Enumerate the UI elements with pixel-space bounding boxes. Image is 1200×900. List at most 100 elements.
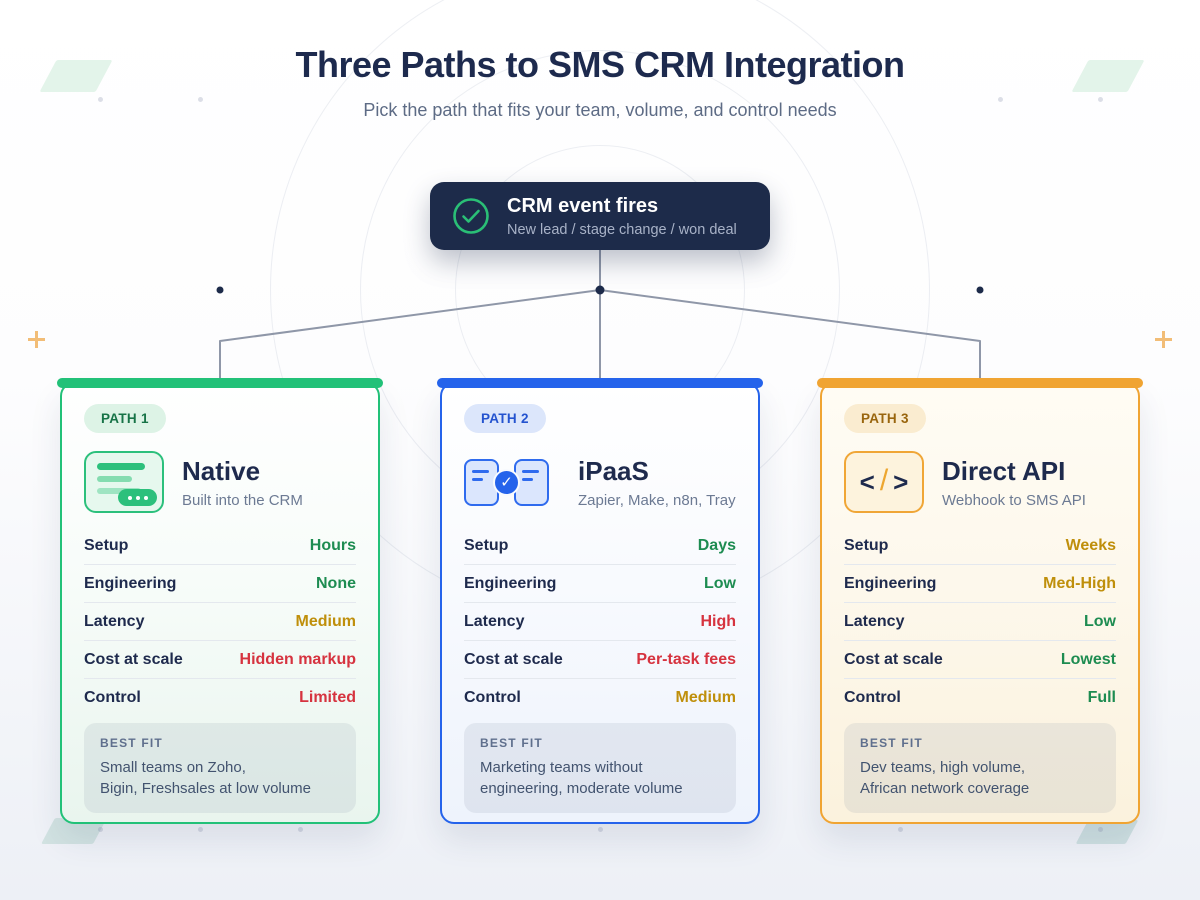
card-header: Native Built into the CRM <box>84 449 356 515</box>
spec-table: Setup Weeks Engineering Med-High Latency… <box>844 527 1116 716</box>
row-value: Low <box>1084 612 1116 630</box>
table-row: Latency Low <box>844 603 1116 641</box>
table-row: Cost at scale Hidden markup <box>84 641 356 679</box>
table-row: Control Limited <box>84 679 356 716</box>
path-badge: PATH 1 <box>84 404 166 433</box>
message-list-icon <box>84 451 164 513</box>
row-label: Setup <box>464 536 509 554</box>
card-title-block: Direct API Webhook to SMS API <box>942 456 1086 509</box>
connector-check-icon: ✓ <box>464 458 560 506</box>
check-circle-icon <box>453 198 489 234</box>
row-label: Engineering <box>464 574 557 592</box>
row-value: Hours <box>309 536 356 554</box>
decor-dot <box>1098 827 1103 832</box>
row-label: Control <box>464 688 521 706</box>
card-ipaas: PATH 2 ✓ iPaaS Zapier, Make, n8n, Tray S… <box>437 378 763 824</box>
row-value: Hidden markup <box>239 650 356 668</box>
table-row: Engineering Med-High <box>844 565 1116 603</box>
plus-icon <box>28 331 45 348</box>
row-label: Engineering <box>84 574 177 592</box>
best-fit-text: Marketing teams without engineering, mod… <box>480 759 683 798</box>
row-value: Med-High <box>1043 574 1116 592</box>
card-title: iPaaS <box>578 455 649 486</box>
row-label: Control <box>844 688 901 706</box>
row-label: Engineering <box>844 574 937 592</box>
card-header: </> Direct API Webhook to SMS API <box>844 449 1116 515</box>
decor-dot <box>98 827 103 832</box>
row-label: Setup <box>84 536 129 554</box>
table-row: Engineering Low <box>464 565 736 603</box>
card-direct-api: PATH 3 </> Direct API Webhook to SMS API… <box>817 378 1143 824</box>
plus-icon <box>1155 331 1172 348</box>
row-label: Cost at scale <box>844 650 943 668</box>
best-fit-label: BEST FIT <box>480 736 543 750</box>
best-fit-box: BEST FIT Dev teams, high volume, African… <box>844 723 1116 813</box>
row-label: Latency <box>844 612 905 630</box>
row-value: Medium <box>295 612 356 630</box>
path-badge: PATH 2 <box>464 404 546 433</box>
card-accent-bar <box>57 378 383 388</box>
row-value: None <box>316 574 356 592</box>
card-subtitle: Built into the CRM <box>182 491 303 509</box>
table-row: Control Medium <box>464 679 736 716</box>
best-fit-text: Dev teams, high volume, African network … <box>860 759 1030 798</box>
row-value: Weeks <box>1065 536 1116 554</box>
path-badge: PATH 3 <box>844 404 926 433</box>
code-icon: </> <box>844 451 924 513</box>
row-value: Low <box>704 574 736 592</box>
card-subtitle: Webhook to SMS API <box>942 491 1086 509</box>
table-row: Engineering None <box>84 565 356 603</box>
card-body: PATH 2 ✓ iPaaS Zapier, Make, n8n, Tray S… <box>440 382 760 824</box>
card-title: Native <box>182 455 261 486</box>
spec-table: Setup Hours Engineering None Latency Med… <box>84 527 356 716</box>
decor-dot <box>1098 97 1103 102</box>
best-fit-box: BEST FIT Marketing teams without enginee… <box>464 723 736 813</box>
decor-dot <box>898 827 903 832</box>
row-value: Medium <box>675 688 736 706</box>
row-label: Latency <box>464 612 525 630</box>
page-title: Three Paths to SMS CRM Integration <box>295 44 905 85</box>
card-title-block: Native Built into the CRM <box>182 456 303 509</box>
row-value: Days <box>697 536 736 554</box>
table-row: Setup Hours <box>84 527 356 565</box>
decor-dot <box>98 97 103 102</box>
card-body: PATH 1 Native Built into the CRM Setup H… <box>60 382 380 824</box>
decor-dot <box>998 97 1003 102</box>
card-title: Direct API <box>942 455 1066 486</box>
crm-event-text: CRM event fires New lead / stage change … <box>507 195 737 238</box>
decor-dot <box>598 827 603 832</box>
crm-event-badge: CRM event fires New lead / stage change … <box>430 182 770 250</box>
best-fit-text: Small teams on Zoho, Bigin, Freshsales a… <box>100 759 311 798</box>
row-label: Cost at scale <box>84 650 183 668</box>
crm-event-subtitle: New lead / stage change / won deal <box>507 221 737 238</box>
row-value: Lowest <box>1060 650 1116 668</box>
row-value: High <box>700 612 736 630</box>
card-subtitle: Zapier, Make, n8n, Tray <box>578 491 736 509</box>
spec-table: Setup Days Engineering Low Latency High … <box>464 527 736 716</box>
card-title-block: iPaaS Zapier, Make, n8n, Tray <box>578 456 736 509</box>
table-row: Control Full <box>844 679 1116 716</box>
row-label: Setup <box>844 536 889 554</box>
table-row: Cost at scale Per-task fees <box>464 641 736 679</box>
card-native: PATH 1 Native Built into the CRM Setup H… <box>57 378 383 824</box>
card-header: ✓ iPaaS Zapier, Make, n8n, Tray <box>464 449 736 515</box>
best-fit-label: BEST FIT <box>100 736 163 750</box>
decor-dot <box>198 827 203 832</box>
table-row: Latency High <box>464 603 736 641</box>
table-row: Cost at scale Lowest <box>844 641 1116 679</box>
table-row: Setup Days <box>464 527 736 565</box>
card-body: PATH 3 </> Direct API Webhook to SMS API… <box>820 382 1140 824</box>
page-subtitle: Pick the path that fits your team, volum… <box>363 100 837 120</box>
row-label: Latency <box>84 612 145 630</box>
best-fit-label: BEST FIT <box>860 736 923 750</box>
crm-event-title: CRM event fires <box>507 194 659 217</box>
best-fit-box: BEST FIT Small teams on Zoho, Bigin, Fre… <box>84 723 356 813</box>
row-value: Per-task fees <box>636 650 736 668</box>
row-label: Control <box>84 688 141 706</box>
decor-dot <box>198 97 203 102</box>
card-accent-bar <box>817 378 1143 388</box>
row-label: Cost at scale <box>464 650 563 668</box>
table-row: Setup Weeks <box>844 527 1116 565</box>
row-value: Limited <box>299 688 356 706</box>
